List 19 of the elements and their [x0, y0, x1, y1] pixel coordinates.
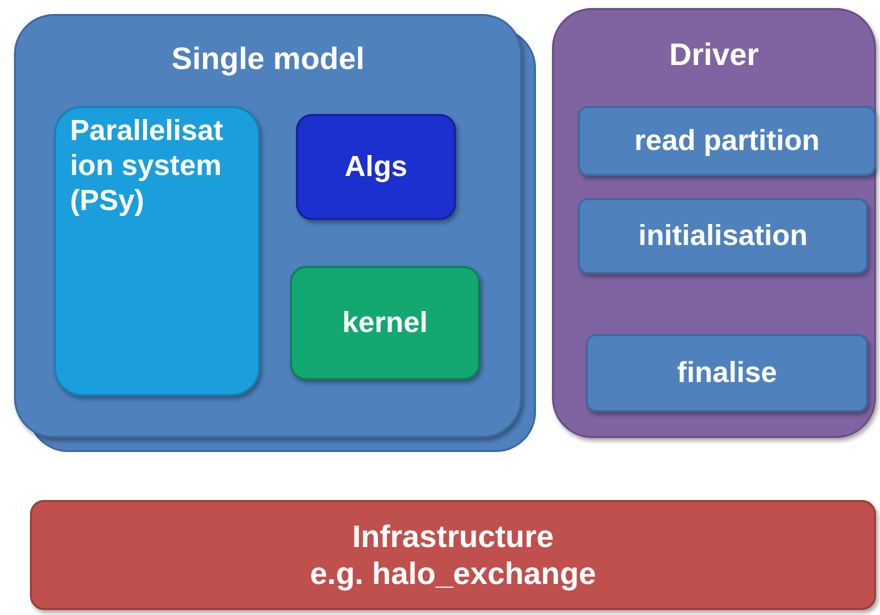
- model-panel: [14, 14, 522, 438]
- label-text: Parallelisation system (PSy): [70, 114, 224, 218]
- step-box: [586, 334, 868, 412]
- algs-box: [296, 114, 456, 220]
- label-text: finalise: [676, 356, 778, 390]
- heading: Infrastructure: [351, 518, 555, 555]
- label-text: kernel: [341, 306, 429, 340]
- label-text: Algs: [344, 150, 408, 184]
- driver-panel: [552, 8, 876, 438]
- kernel-box: [290, 266, 480, 380]
- example-text: e.g. halo_exchange: [309, 555, 597, 592]
- step-box: [578, 198, 868, 274]
- step-box: [578, 106, 876, 176]
- label-text: Driver: [668, 36, 760, 74]
- psy-box: [54, 106, 260, 396]
- label-text: read partition: [633, 124, 821, 158]
- label-text: Single model: [170, 40, 366, 78]
- label-text: initialisation: [637, 218, 809, 254]
- infrastructure-bar: [30, 500, 876, 610]
